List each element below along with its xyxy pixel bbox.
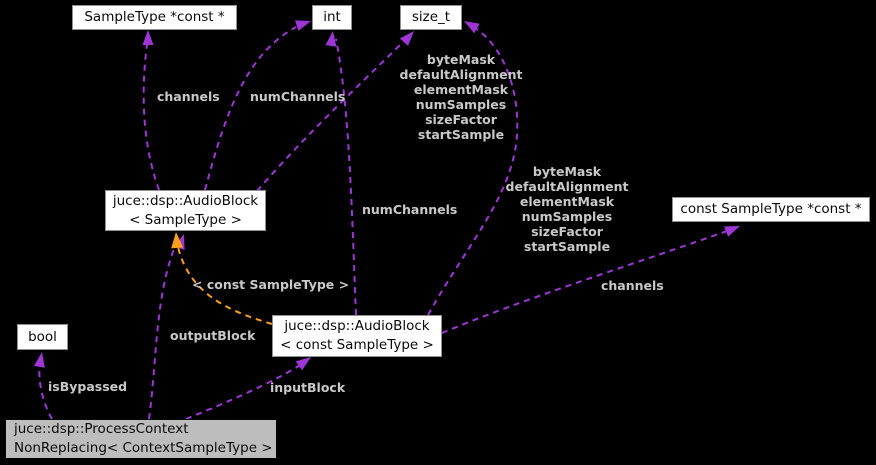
node-label-line1: juce::dsp::ProcessContext xyxy=(14,421,189,437)
node-label: bool xyxy=(28,328,57,345)
node-audioblock-const-sampletype[interactable]: juce::dsp::AudioBlock < const SampleType… xyxy=(272,315,442,357)
edge-channels-right xyxy=(441,229,731,334)
edge-numchannels-top xyxy=(204,26,297,191)
node-audioblock-sampletype[interactable]: juce::dsp::AudioBlock < SampleType > xyxy=(105,190,266,231)
node-processcontext-nonreplacing: juce::dsp::ProcessContext NonReplacing< … xyxy=(5,419,277,459)
node-label: size_t xyxy=(411,9,451,25)
edge-label-channels-right: channels xyxy=(601,278,664,293)
arrowhead-isbypassed xyxy=(33,352,45,368)
edge-label-outputblock: outputBlock xyxy=(170,328,256,343)
edge-label-numchannels-mid: numChannels xyxy=(362,202,458,217)
edge-label-size-t-members-right: byteMask defaultAlignment elementMask nu… xyxy=(505,164,629,254)
node-label: SampleType *const * xyxy=(84,9,225,25)
arrowhead-numchannels-mid xyxy=(325,31,337,47)
edge-size-t-members-left xyxy=(256,38,407,192)
node-label: int xyxy=(323,9,341,25)
node-label-line2: < SampleType > xyxy=(129,211,242,228)
edge-label-size-t-members-left: byteMask defaultAlignment elementMask nu… xyxy=(399,52,523,142)
arrowhead-numchannels-top xyxy=(295,20,311,31)
edge-label-template-instantiation: < const SampleType > xyxy=(192,277,350,292)
node-label-line2: < const SampleType > xyxy=(280,337,434,353)
node-label-line1: juce::dsp::AudioBlock xyxy=(112,192,259,209)
arrowhead-template-instantiation xyxy=(171,232,184,249)
edge-channels-top xyxy=(142,36,160,191)
node-size-t[interactable]: size_t xyxy=(400,5,462,30)
arrowhead-size-t-members-right xyxy=(464,21,480,34)
node-label-line2: NonReplacing< ContextSampleType > xyxy=(14,440,273,456)
edge-numchannels-mid xyxy=(335,38,357,316)
node-bool[interactable]: bool xyxy=(17,324,68,350)
arrowhead-channels-top xyxy=(142,30,154,45)
edge-label-isbypassed: isBypassed xyxy=(48,379,128,394)
node-sampletype-const-ptr[interactable]: SampleType *const * xyxy=(72,5,237,30)
arrowhead-inputblock xyxy=(295,357,311,371)
node-label: const SampleType *const * xyxy=(680,201,862,217)
node-int[interactable]: int xyxy=(312,5,352,30)
edge-template-instantiation xyxy=(177,246,273,325)
edge-inputblock xyxy=(185,363,303,420)
edge-label-numchannels-top: numChannels xyxy=(250,89,346,104)
edge-label-inputblock: inputBlock xyxy=(270,380,346,395)
edge-label-channels-top: channels xyxy=(157,89,220,104)
edge-outputblock xyxy=(148,243,177,420)
arrowhead-channels-right xyxy=(724,226,740,237)
node-label-line1: juce::dsp::AudioBlock xyxy=(284,318,430,334)
arrowhead-size-t-members-left xyxy=(399,31,414,46)
node-const-sampletype-const-ptr[interactable]: const SampleType *const * xyxy=(672,197,870,222)
edge-size-t-members-right xyxy=(427,25,519,316)
